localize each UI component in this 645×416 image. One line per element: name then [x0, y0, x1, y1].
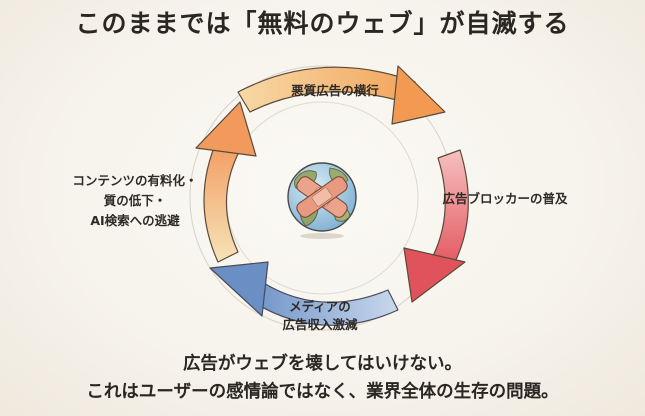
footer-message: 広告がウェブを壊してはいけない。 これはユーザーの感情論ではなく、業界全体の生存…	[0, 350, 645, 406]
cycle-label-bottom-line2: 広告収入激減	[282, 317, 358, 332]
footer-line2: これはユーザーの感情論ではなく、業界全体の生存の問題。	[86, 382, 559, 402]
cycle-label-bottom-line1: メディアの	[289, 299, 351, 314]
cycle-label-left: コンテンツの有料化・ 質の低下・ AI検索への逃避	[40, 171, 230, 231]
cycle-label-left-line3: AI検索への逃避	[90, 213, 180, 228]
globe-with-bandage-icon	[287, 162, 357, 239]
arrow-left	[195, 101, 257, 263]
arrow-top	[237, 65, 446, 125]
cycle-label-left-line2: 質の低下・	[103, 193, 167, 208]
footer-line1: 広告がウェブを壊してはいけない。	[182, 354, 463, 374]
cycle-label-top: 悪質広告の横行	[291, 83, 379, 98]
cycle-label-right: 広告ブロッカーの普及	[442, 191, 568, 206]
arrow-bottom	[209, 261, 399, 326]
arrow-right	[403, 149, 469, 303]
cycle-label-left-line1: コンテンツの有料化・	[72, 173, 198, 188]
page-title: このままでは「無料のウェブ」が自滅する	[75, 9, 570, 38]
cycle-label-bottom: メディアの 広告収入激減	[245, 298, 395, 334]
